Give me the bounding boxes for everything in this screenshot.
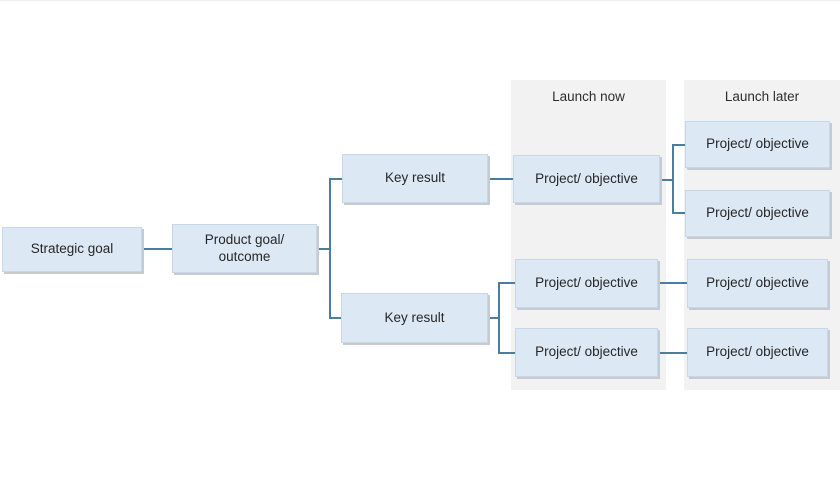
node-later-project-3: Project/ objective [687, 259, 828, 308]
connector-nowproject3-to-laterproject4 [658, 352, 687, 354]
connector-keyresult2-to-branch [488, 317, 500, 319]
connector-keyresult1-to-nowproject1 [488, 178, 513, 180]
connector-branch-nowprojects-vertical [498, 282, 500, 354]
connector-branch-to-nowproject3 [498, 352, 515, 354]
node-key-result-1: Key result [342, 154, 488, 203]
lane-launch-later-header: Launch later [724, 89, 800, 104]
connector-nowproject2-to-laterproject3 [658, 282, 687, 284]
node-strategic-goal: Strategic goal [2, 227, 142, 272]
connector-product-to-branch [317, 248, 331, 250]
lane-launch-now-header: Launch now [552, 89, 625, 104]
connector-branch-to-laterproject2 [672, 212, 685, 214]
node-key-result-2: Key result [341, 293, 488, 343]
connector-branch-to-keyresult1 [329, 178, 342, 180]
connector-branch-to-laterproject1 [672, 144, 685, 146]
node-now-project-2: Project/ objective [515, 259, 658, 308]
connector-branch-to-nowproject2 [498, 282, 515, 284]
node-now-project-3: Project/ objective [515, 328, 658, 377]
node-now-project-1: Project/ objective [513, 155, 660, 203]
connector-strategic-to-product [142, 248, 172, 250]
node-later-project-2: Project/ objective [685, 190, 830, 237]
node-later-project-1: Project/ objective [685, 121, 830, 168]
connector-branch-to-keyresult2 [329, 317, 341, 319]
connector-branch-keyresults-vertical [329, 178, 331, 319]
connector-branch-laterprojects-vertical [672, 144, 674, 214]
node-later-project-4: Project/ objective [687, 328, 828, 377]
node-product-goal: Product goal/ outcome [172, 224, 317, 273]
connector-nowproject1-to-branch [660, 179, 674, 181]
top-hairline [0, 0, 840, 1]
